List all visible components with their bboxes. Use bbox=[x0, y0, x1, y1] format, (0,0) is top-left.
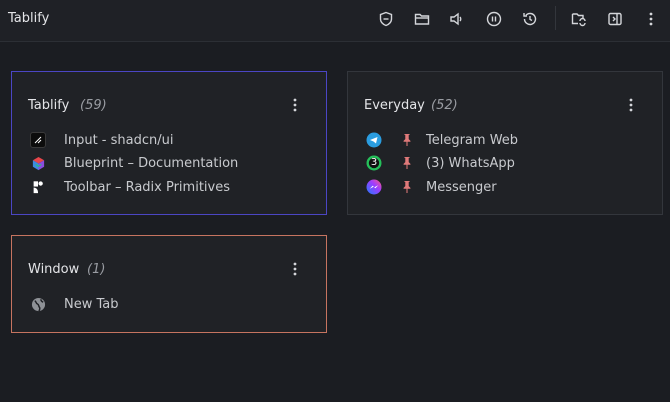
whatsapp-icon: 3 bbox=[366, 155, 382, 171]
window-menu-button[interactable] bbox=[286, 96, 304, 114]
messenger-icon bbox=[366, 179, 382, 195]
pin-icon[interactable] bbox=[400, 155, 414, 171]
volume-icon[interactable] bbox=[444, 8, 470, 30]
tab-title: Input - shadcn/ui bbox=[64, 132, 174, 148]
window-tab-count: (1) bbox=[87, 262, 106, 277]
notification-badge: 3 bbox=[370, 157, 378, 168]
globe-icon bbox=[30, 296, 46, 312]
tab-title: Toolbar – Radix Primitives bbox=[64, 179, 230, 195]
tab-title: Blueprint – Documentation bbox=[64, 155, 239, 171]
more-vertical-icon bbox=[629, 98, 633, 112]
tab-title: Messenger bbox=[426, 179, 497, 195]
more-vertical-icon[interactable] bbox=[638, 8, 664, 30]
tab-item[interactable]: Telegram Web bbox=[366, 131, 518, 149]
tab-item[interactable]: Input - shadcn/ui bbox=[30, 131, 173, 149]
shadcn-icon bbox=[30, 132, 46, 148]
tab-item[interactable]: New Tab bbox=[30, 295, 119, 313]
window-tab-count: (52) bbox=[431, 98, 458, 113]
tab-title: New Tab bbox=[64, 296, 119, 312]
sidebar-icon[interactable] bbox=[602, 8, 628, 30]
telegram-icon bbox=[366, 132, 382, 148]
window-tab-count: (59) bbox=[80, 98, 107, 113]
tab-item[interactable]: Messenger bbox=[366, 178, 497, 196]
tab-item[interactable]: 3 (3) WhatsApp bbox=[366, 154, 515, 172]
radix-icon bbox=[30, 179, 46, 195]
tab-item[interactable]: Blueprint – Documentation bbox=[30, 154, 238, 172]
window-card-everyday[interactable]: Everyday (52) Telegram Web 3 (3) WhatsAp… bbox=[347, 71, 663, 215]
toolbar-divider bbox=[555, 6, 556, 30]
pin-icon[interactable] bbox=[400, 132, 414, 148]
window-title: Everyday bbox=[364, 98, 425, 113]
folder-refresh-icon[interactable] bbox=[566, 8, 592, 30]
top-toolbar: Tablify bbox=[0, 0, 670, 42]
app-title: Tablify bbox=[8, 11, 50, 26]
tab-item[interactable]: Toolbar – Radix Primitives bbox=[30, 178, 230, 196]
window-menu-button[interactable] bbox=[622, 96, 640, 114]
window-card-tablify[interactable]: Tablify (59) Input - shadcn/ui Blueprint… bbox=[11, 71, 327, 215]
window-title: Window bbox=[28, 262, 80, 277]
folder-icon[interactable] bbox=[409, 8, 435, 30]
window-menu-button[interactable] bbox=[286, 260, 304, 278]
window-card-window[interactable]: Window (1) New Tab bbox=[11, 235, 327, 333]
window-title: Tablify bbox=[28, 98, 70, 113]
more-vertical-icon bbox=[293, 262, 297, 276]
pin-icon[interactable] bbox=[400, 179, 414, 195]
tab-title: Telegram Web bbox=[426, 132, 519, 148]
tab-title: (3) WhatsApp bbox=[426, 155, 515, 171]
history-icon[interactable] bbox=[517, 8, 543, 30]
shield-icon[interactable] bbox=[373, 8, 399, 30]
more-vertical-icon bbox=[293, 98, 297, 112]
blueprint-icon bbox=[30, 155, 46, 171]
pause-icon[interactable] bbox=[481, 8, 507, 30]
